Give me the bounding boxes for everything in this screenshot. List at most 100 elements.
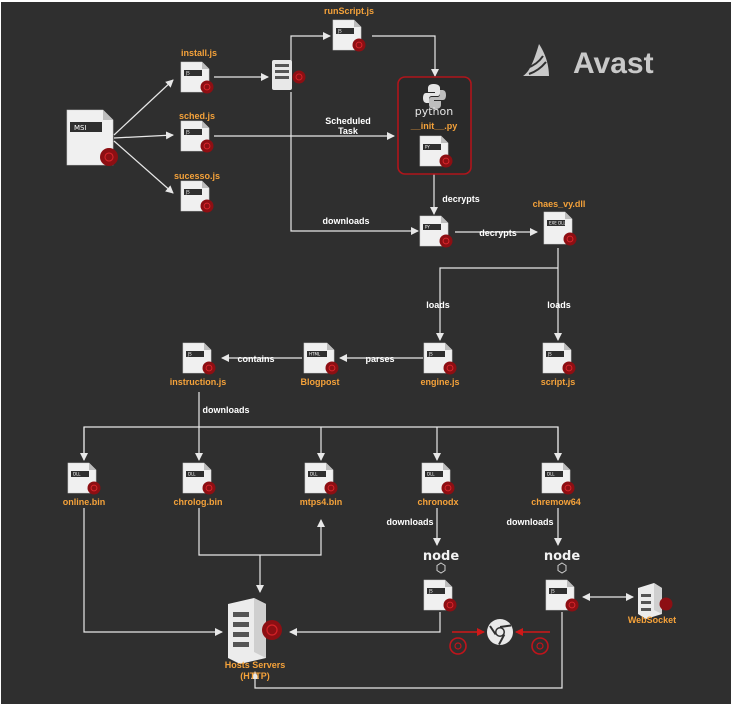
edge-label-contains: contains [237, 354, 274, 364]
avast-logo-icon [523, 44, 549, 76]
malware-badge-icon [443, 598, 457, 612]
hosts-server-icon [228, 598, 282, 664]
label-chrolog-bin: chrolog.bin [174, 497, 223, 507]
malware-badge-icon [324, 481, 338, 495]
python-container-frame [397, 76, 472, 175]
edge-label-instruction-downloads: downloads [203, 405, 250, 415]
file-icon-sched: JS [180, 120, 214, 153]
label-sched-js: sched.js [179, 111, 215, 121]
node-logo-icon-2: node [544, 549, 580, 574]
file-tag-instruction: JS [187, 352, 192, 357]
file-tag-install: JS [185, 71, 190, 76]
edge-label-decrypts-1: decrypts [442, 194, 480, 204]
label-install-js: install.js [181, 48, 217, 58]
label-runscript-js: runScript.js [324, 6, 374, 16]
file-tag-chrolog: DLL [188, 472, 196, 477]
node-labels: install.js sched.js sucesso.js runScript… [63, 6, 676, 681]
edge-msi-sucesso [113, 140, 174, 194]
label-hosts-http: (HTTP) [240, 671, 270, 681]
label-mtps4-bin: mtps4.bin [300, 497, 343, 507]
avast-logo: Avast [523, 44, 654, 80]
malware-badge-icon [202, 481, 216, 495]
file-icon-online: DLL [67, 462, 101, 495]
malware-badge-icon [563, 232, 577, 246]
edge-msi-install [113, 79, 174, 136]
edge-msi-sched [113, 131, 174, 140]
staging-server-icon [272, 60, 306, 90]
file-tag-sucesso: JS [185, 190, 190, 195]
edge-label-scheduled-task-1: Scheduled [325, 116, 371, 126]
file-icon-scriptjs: JS [542, 342, 576, 375]
malware-badge-icon [200, 199, 214, 213]
python-wordmark: python [415, 105, 454, 118]
file-tag-msi: MSI [74, 124, 87, 132]
edge-server-downloads-py [290, 92, 419, 235]
file-icon-chremow: DLL [541, 462, 575, 495]
file-icon-sucesso: JS [180, 180, 214, 213]
label-init-py: __init__.py [410, 121, 458, 131]
label-online-bin: online.bin [63, 497, 106, 507]
malware-badge-icon [562, 361, 576, 375]
edge-label-downloads: downloads [323, 216, 370, 226]
malware-badge-icon [443, 361, 457, 375]
file-tag-chronodx: DLL [427, 472, 435, 477]
edge-label-scheduled-task-2: Task [338, 126, 359, 136]
label-engine-js: engine.js [420, 377, 459, 387]
file-tag-nodejs2: JS [550, 589, 555, 594]
avast-wordmark: Avast [573, 47, 654, 80]
file-tag-chaes: EXE DLL [549, 221, 566, 226]
malware-badge-icon [561, 481, 575, 495]
malware-badge-icon [202, 361, 216, 375]
file-tag-online: DLL [73, 472, 81, 477]
file-icon-runscript: JS [332, 19, 366, 52]
label-instruction-js: instruction.js [170, 377, 227, 387]
python-logo-icon [423, 84, 446, 109]
label-sucesso-js: sucesso.js [174, 171, 220, 181]
file-tag-engine: JS [428, 352, 433, 357]
file-icon-chronodx: DLL [421, 462, 455, 495]
malware-badge-icon [439, 154, 453, 168]
edge-server-runscript [290, 32, 331, 62]
edge-chaes-loads-engine [436, 267, 558, 341]
edge-online-hosts [83, 508, 223, 636]
node-wordmark-1: node [423, 549, 459, 564]
label-hosts-servers: Hosts Servers [225, 660, 286, 670]
malware-badge-icon [87, 481, 101, 495]
node-logo-icon-1: node [423, 549, 459, 574]
file-icon-engine: JS [423, 342, 457, 375]
malware-badge-icon-1 [449, 637, 467, 655]
label-chronodx: chronodx [417, 497, 458, 507]
file-tag-chremow: DLL [547, 472, 555, 477]
file-icon-pyfile: PY [419, 215, 453, 248]
file-tag-nodejs1: JS [428, 589, 433, 594]
file-icon-nodejs2: JS [545, 579, 579, 612]
file-icon-install: JS [180, 61, 214, 94]
malware-badge-icon [439, 234, 453, 248]
file-nodes: MSI JS JS JS JS PY PY EXE DLL JS JS HTML JS DLL DLL DL… [66, 19, 579, 612]
edge-label-chremow-downloads: downloads [507, 517, 554, 527]
edge-label-parses: parses [365, 354, 394, 364]
malware-badge-icon [325, 361, 339, 375]
label-chremow64: chremow64 [531, 497, 581, 507]
file-tag-scriptjs: JS [547, 352, 552, 357]
file-icon-initpy: PY [419, 135, 453, 168]
file-icon-chaes: EXE DLL [543, 211, 577, 246]
node-wordmark-2: node [544, 549, 580, 564]
edge-label-loads-1: loads [426, 300, 450, 310]
malware-badge-icon [565, 598, 579, 612]
edge-labels: Scheduled Task downloads decrypts decryp… [203, 116, 571, 527]
python-container: python [397, 76, 472, 175]
edge-node2-hosts [251, 612, 563, 689]
file-icon-chrolog: DLL [182, 462, 216, 495]
connectors [80, 32, 634, 689]
edge-node1-hosts [289, 612, 441, 636]
file-icon-blogpost: HTML [303, 342, 339, 375]
edge-label-decrypts-2: decrypts [479, 228, 517, 238]
file-icon-msi: MSI [66, 109, 118, 166]
edge-label-loads-2: loads [547, 300, 571, 310]
file-icon-instruction: JS [182, 342, 216, 375]
file-icon-nodejs1: JS [423, 579, 457, 612]
